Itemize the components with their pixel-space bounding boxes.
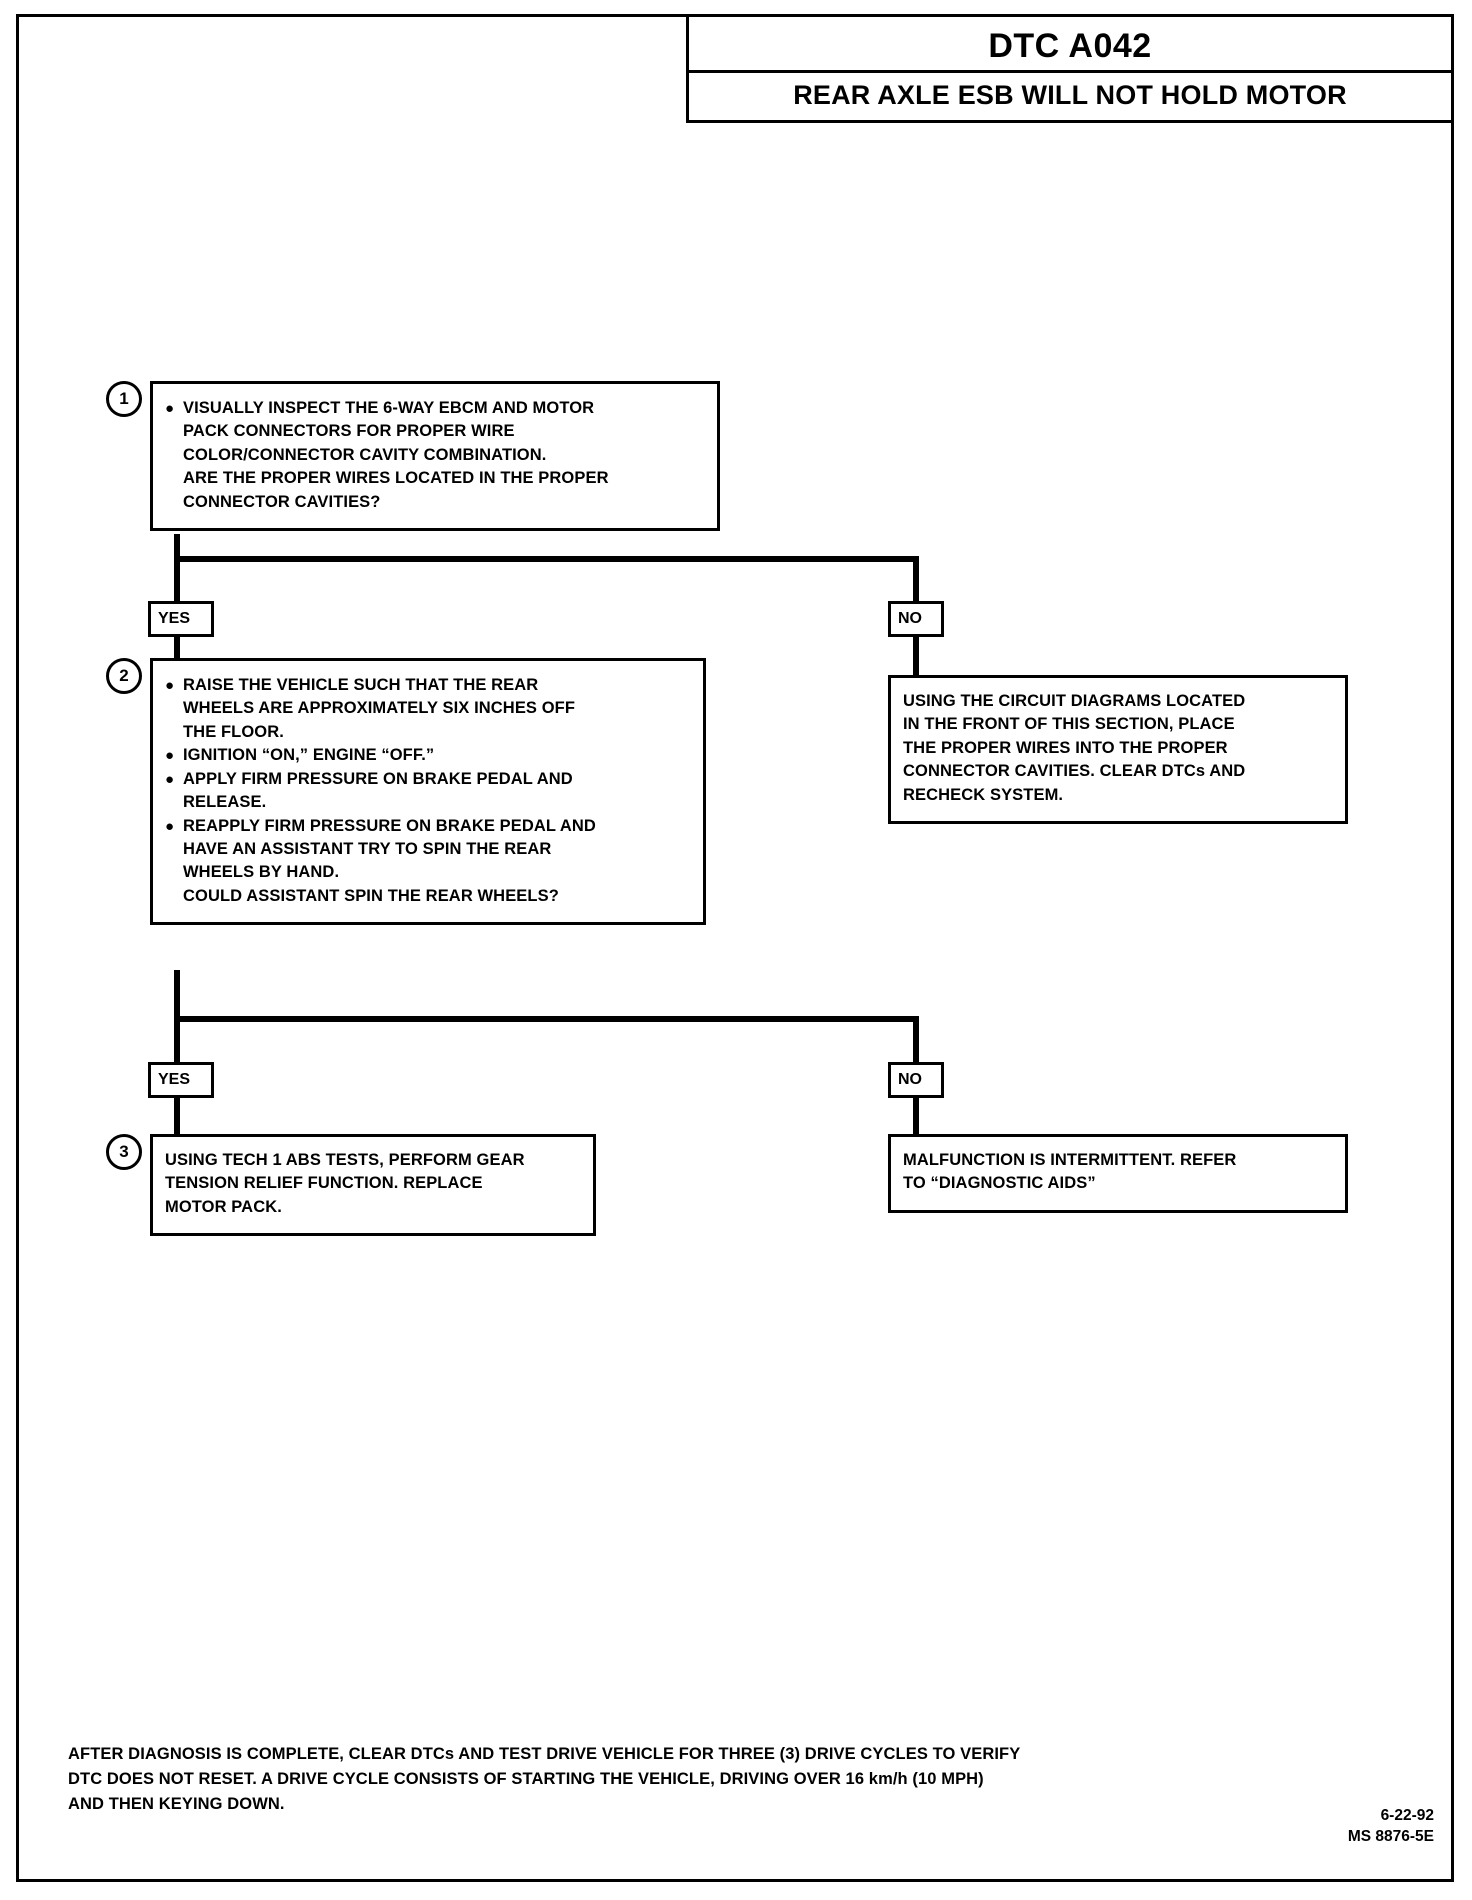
footer-code: 6-22-92 MS 8876-5E — [1348, 1806, 1434, 1848]
branch-no-2: NO — [888, 1062, 944, 1098]
connector-no1-to-result — [913, 630, 919, 675]
footer-doc-id: MS 8876-5E — [1347, 1827, 1434, 1845]
step-number-2: 2 — [106, 658, 142, 694]
bullet-icon: ● — [165, 817, 175, 835]
result-line: USING THE CIRCUIT DIAGRAMS LOCATED — [903, 692, 1246, 710]
step-2-line-text: RAISE THE VEHICLE SUCH THAT THE REAR — [183, 676, 539, 694]
step-2-line: ● RAISE THE VEHICLE SUCH THAT THE REAR — [165, 674, 689, 697]
connector-yes1-to-step2 — [174, 630, 180, 675]
bullet-icon: ● — [165, 400, 175, 417]
connector-yes2-to-step3 — [174, 1090, 180, 1134]
connector-no1-down — [913, 556, 919, 601]
step-1-line-text: VISUALLY INSPECT THE 6-WAY EBCM AND MOTO… — [183, 399, 595, 417]
step-2-line-text: IGNITION “ON,” ENGINE “OFF.” — [183, 746, 435, 765]
step-number-1: 1 — [106, 381, 142, 417]
step-1-line-text: CONNECTOR CAVITIES? — [183, 492, 381, 511]
step-2-line-text: WHEELS ARE APPROXIMATELY SIX INCHES OFF — [183, 699, 576, 718]
result-no-1-box: USING THE CIRCUIT DIAGRAMS LOCATED IN TH… — [888, 675, 1348, 825]
step-2-line-text: APPLY FIRM PRESSURE ON BRAKE PEDAL AND — [183, 769, 573, 788]
step-2-box: ● RAISE THE VEHICLE SUCH THAT THE REAR WH… — [150, 658, 706, 926]
step-2-line-text: HAVE AN ASSISTANT TRY TO SPIN THE REAR — [183, 839, 552, 858]
step-3-line-text: USING TECH 1 ABS TESTS, PERFORM GEAR — [165, 1151, 525, 1169]
step-2-text: ● RAISE THE VEHICLE SUCH THAT THE REAR WH… — [165, 674, 689, 908]
step-2-line-text: WHEELS BY HAND. — [183, 863, 340, 882]
result-line: TO “DIAGNOSTIC AIDS” — [903, 1174, 1096, 1193]
step-2-line: ● IGNITION “ON,” ENGINE “OFF.” — [165, 744, 689, 767]
footer-note: AFTER DIAGNOSIS IS COMPLETE, CLEAR DTCs … — [68, 1742, 1248, 1816]
step-3-line-text: MOTOR PACK. — [165, 1197, 282, 1216]
connector-step2-horizontal — [174, 1016, 919, 1022]
dtc-code: DTC A042 — [988, 27, 1152, 65]
step-2-line: ● REAPPLY FIRM PRESSURE ON BRAKE PEDAL AN… — [165, 815, 689, 838]
footer-note-line: AFTER DIAGNOSIS IS COMPLETE, CLEAR DTCs … — [68, 1745, 1021, 1763]
connector-no2-down — [913, 1016, 919, 1062]
title-block: DTC A042 REAR AXLE ESB WILL NOT HOLD MOT… — [686, 14, 1454, 123]
connector-no2-to-result — [913, 1090, 919, 1134]
step-1-text: ● VISUALLY INSPECT THE 6-WAY EBCM AND MOT… — [165, 397, 703, 514]
bullet-icon: ● — [165, 747, 175, 765]
connector-step2-down — [174, 970, 180, 1022]
dtc-description: REAR AXLE ESB WILL NOT HOLD MOTOR — [793, 80, 1347, 110]
bullet-icon: ● — [165, 677, 175, 694]
step-3-box: USING TECH 1 ABS TESTS, PERFORM GEAR TEN… — [150, 1134, 596, 1237]
step-number-3: 3 — [106, 1134, 142, 1170]
result-line: CONNECTOR CAVITIES. CLEAR DTCs AND — [903, 762, 1246, 781]
branch-yes-1: YES — [148, 601, 214, 637]
connector-yes2-down — [174, 1016, 180, 1062]
step-1-line-text: COLOR/CONNECTOR CAVITY COMBINATION. — [183, 445, 547, 464]
footer-note-line: DTC DOES NOT RESET. A DRIVE CYCLE CONSIS… — [68, 1769, 984, 1788]
connector-step1-horizontal — [174, 556, 919, 562]
result-no-2-box: MALFUNCTION IS INTERMITTENT. REFER TO “D… — [888, 1134, 1348, 1213]
page-border — [16, 14, 1454, 1882]
footer-note-line: AND THEN KEYING DOWN. — [68, 1794, 285, 1813]
step-2-line-text: RELEASE. — [183, 793, 267, 812]
step-1-line-text: ARE THE PROPER WIRES LOCATED IN THE PROP… — [183, 469, 609, 488]
result-line: RECHECK SYSTEM. — [903, 785, 1064, 804]
step-1-box: ● VISUALLY INSPECT THE 6-WAY EBCM AND MOT… — [150, 381, 720, 532]
result-line: IN THE FRONT OF THIS SECTION, PLACE — [903, 715, 1235, 734]
branch-no-1: NO — [888, 601, 944, 637]
result-line: MALFUNCTION IS INTERMITTENT. REFER — [903, 1151, 1237, 1169]
connector-step1-down — [174, 534, 180, 562]
step-2-line: ● APPLY FIRM PRESSURE ON BRAKE PEDAL AND — [165, 768, 689, 791]
result-no-1-text: USING THE CIRCUIT DIAGRAMS LOCATED IN TH… — [903, 690, 1333, 807]
connector-yes1-down — [174, 556, 180, 601]
step-2-line-text: COULD ASSISTANT SPIN THE REAR WHEELS? — [183, 886, 559, 905]
bullet-icon: ● — [165, 770, 175, 788]
footer-date: 6-22-92 — [1380, 1807, 1434, 1824]
step-2-line-text: THE FLOOR. — [183, 722, 284, 741]
step-1-line: ● VISUALLY INSPECT THE 6-WAY EBCM AND MOT… — [165, 397, 703, 420]
step-3-line-text: TENSION RELIEF FUNCTION. REPLACE — [165, 1174, 483, 1193]
title-subtitle-wrap: REAR AXLE ESB WILL NOT HOLD MOTOR — [689, 70, 1451, 120]
step-1-line-text: PACK CONNECTORS FOR PROPER WIRE — [183, 422, 515, 441]
step-2-line-text: REAPPLY FIRM PRESSURE ON BRAKE PEDAL AND — [183, 816, 596, 835]
result-line: THE PROPER WIRES INTO THE PROPER — [903, 738, 1228, 757]
step-3-text: USING TECH 1 ABS TESTS, PERFORM GEAR TEN… — [165, 1149, 581, 1219]
branch-yes-2: YES — [148, 1062, 214, 1098]
result-no-2-text: MALFUNCTION IS INTERMITTENT. REFER TO “D… — [903, 1149, 1333, 1196]
